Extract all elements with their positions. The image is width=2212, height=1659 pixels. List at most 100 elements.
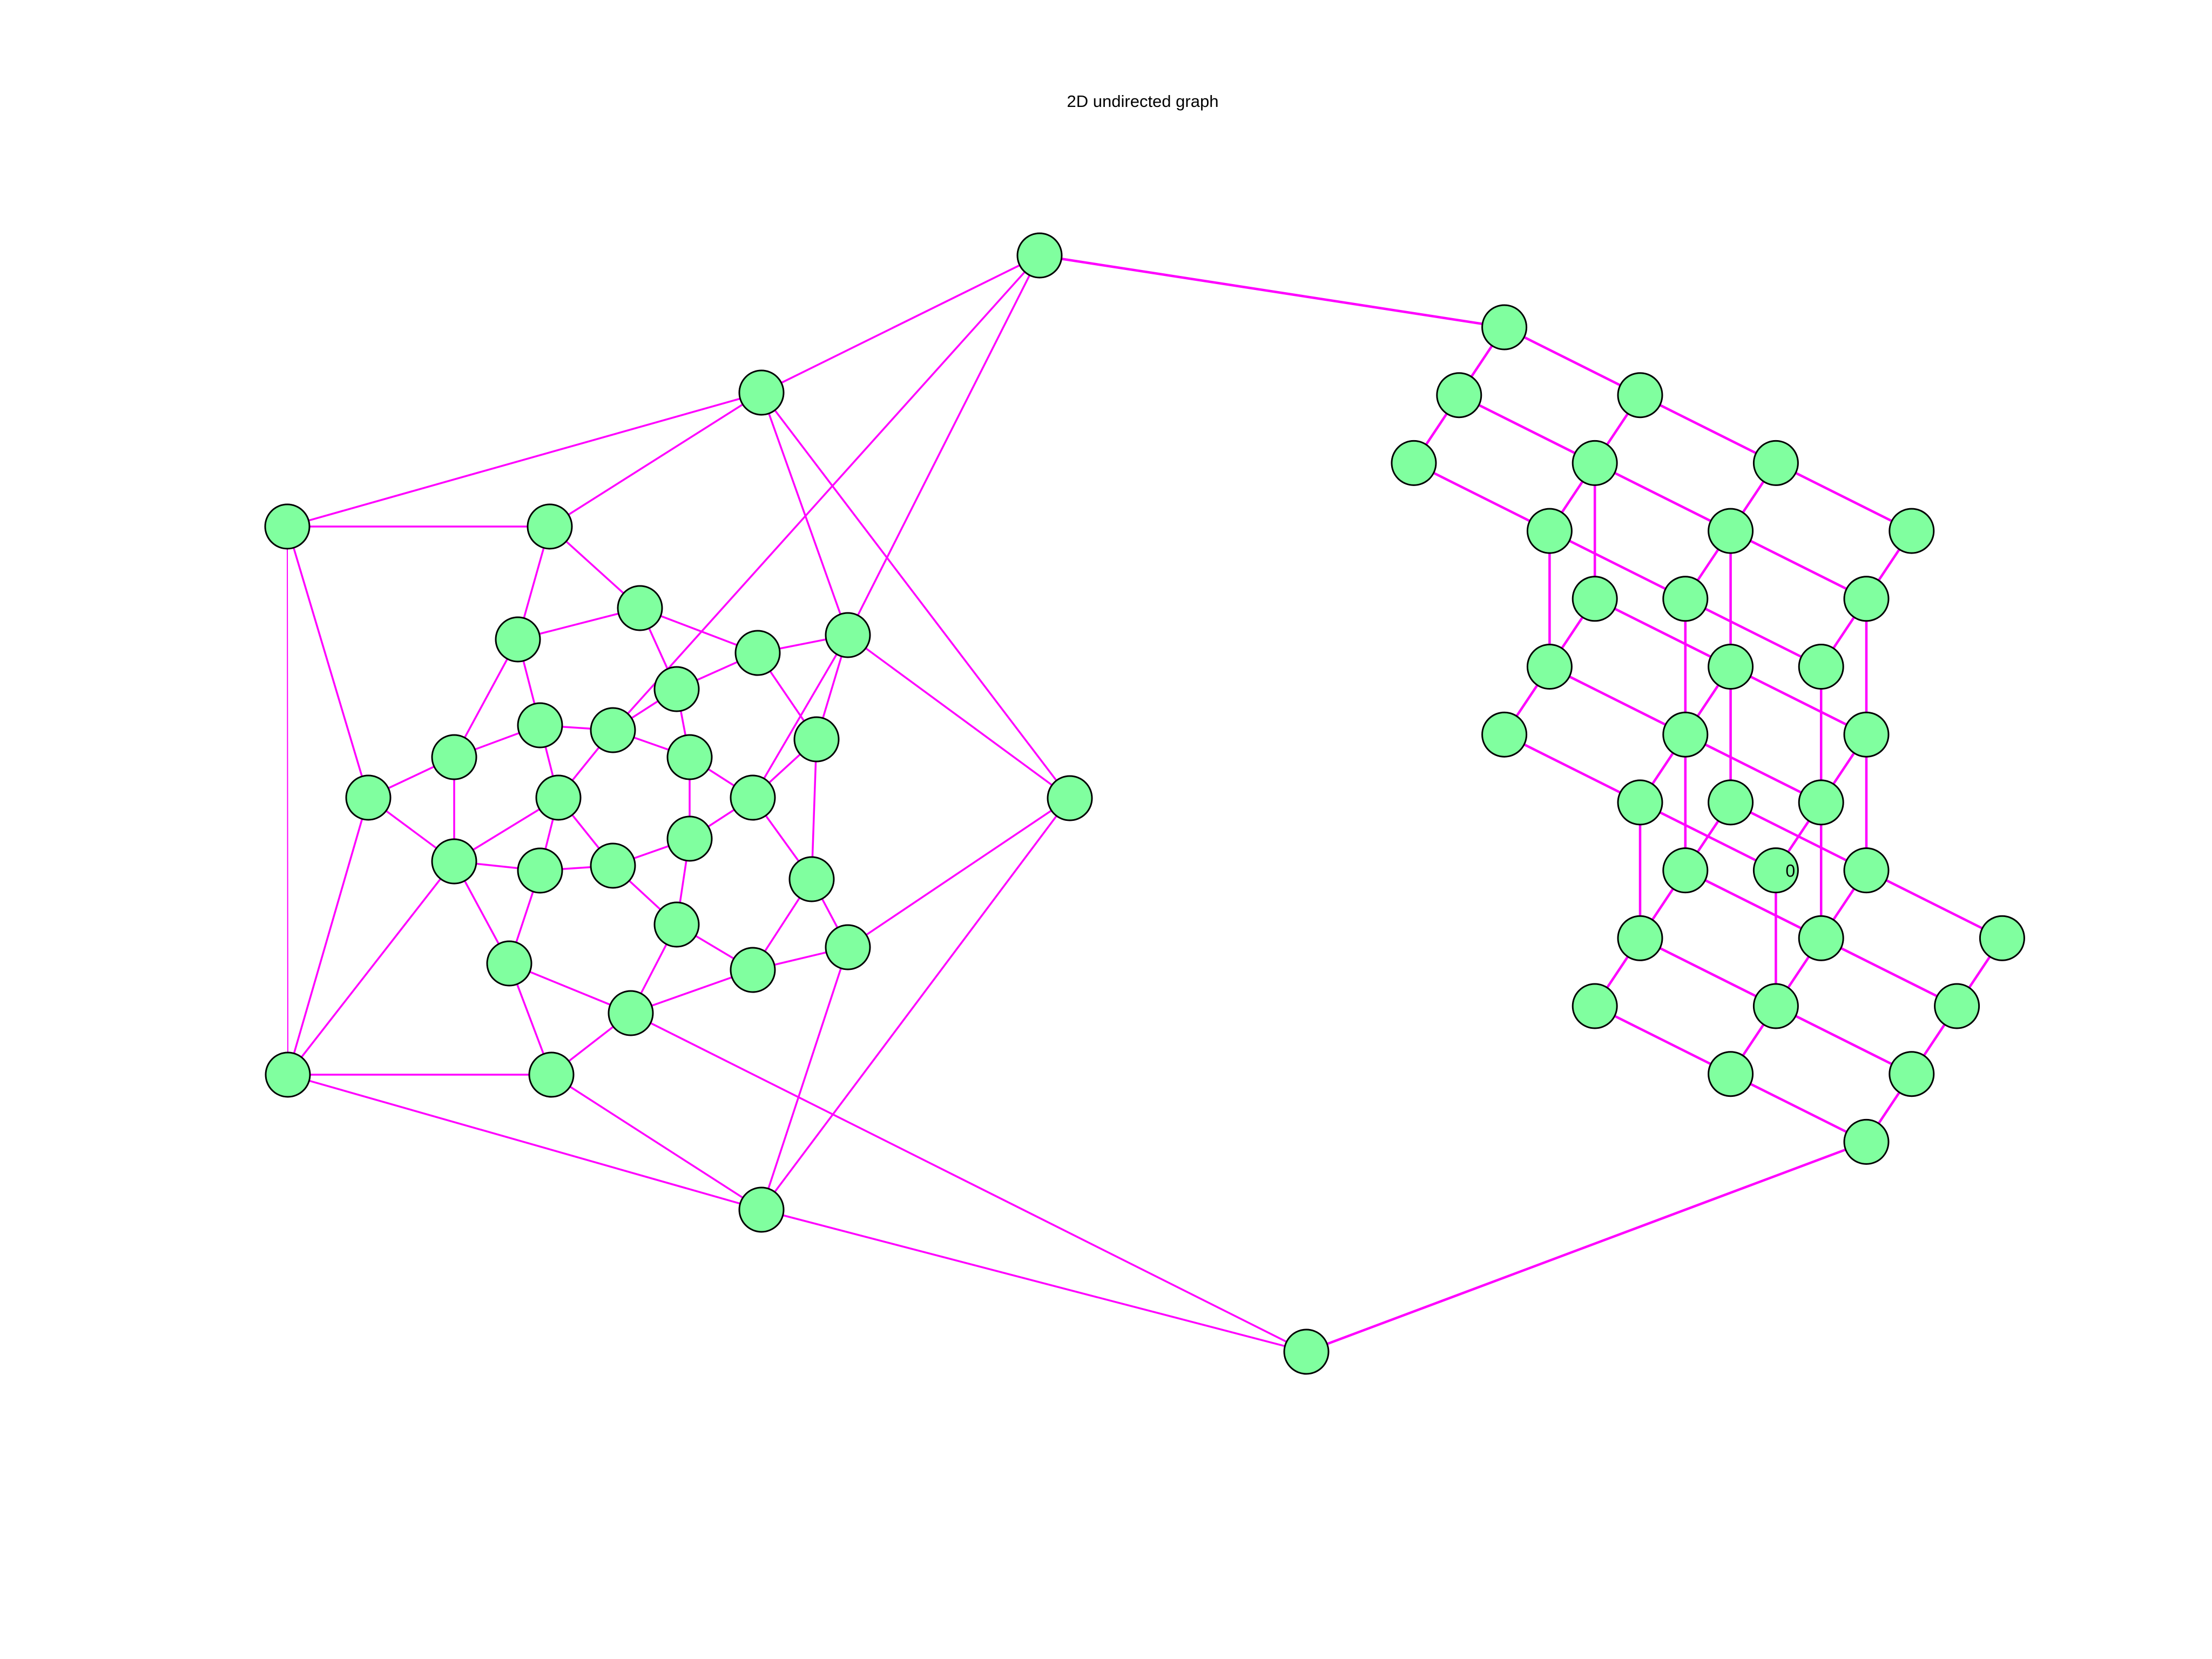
- graph-edge: [1458, 394, 1596, 464]
- node-circle: [1889, 508, 1935, 554]
- graph-node: [1843, 1118, 1890, 1165]
- graph-edge: [549, 392, 762, 528]
- node-circle: [486, 940, 532, 987]
- node-circle: [1708, 644, 1754, 690]
- graph-edge: [1594, 1004, 1731, 1075]
- graph-title: 2D undirected graph: [1067, 92, 1219, 111]
- graph-node: [1617, 915, 1663, 961]
- graph-node: [264, 503, 311, 550]
- graph-node: [608, 990, 654, 1036]
- graph-node: [1798, 915, 1844, 961]
- node-circle: [431, 838, 477, 885]
- graph-edge: [1684, 869, 1822, 940]
- node-circle: [1016, 232, 1063, 279]
- node-circle: [1617, 779, 1663, 826]
- graph-node: [730, 947, 776, 993]
- graph-edge: [1820, 937, 1958, 1008]
- graph-edge: [760, 947, 849, 1210]
- graph-edge: [761, 1209, 1307, 1353]
- node-circle: [1752, 983, 1799, 1029]
- node-circle: [1572, 576, 1618, 622]
- graph-node: [738, 1186, 785, 1233]
- node-circle: [1617, 372, 1663, 419]
- graph-edge: [1639, 394, 1777, 464]
- graph-node: [1662, 847, 1709, 894]
- graph-node: [1436, 372, 1482, 419]
- node-circle: [1526, 508, 1573, 554]
- graph-node: [495, 616, 541, 663]
- node-circle: [1979, 915, 2025, 961]
- graph-edge: [287, 1074, 762, 1211]
- node-layer: 0: [264, 232, 2025, 1375]
- graph-node: [527, 503, 573, 550]
- graph-edge: [286, 526, 369, 798]
- graph-node: [528, 1051, 575, 1098]
- graph-edge: [1413, 462, 1550, 532]
- node-circle: [730, 774, 776, 821]
- graph-edge: [630, 1012, 1307, 1353]
- graph-node: [1283, 1328, 1330, 1375]
- node-circle: [495, 616, 541, 663]
- graph-node: [793, 716, 840, 763]
- node-circle: [1798, 779, 1844, 826]
- graph-node: [825, 924, 871, 970]
- node-circle: [1843, 1118, 1890, 1165]
- graph-node: [1934, 983, 1980, 1029]
- graph-edge: [760, 392, 1071, 799]
- graph-edge: [847, 255, 1041, 636]
- graph-edge: [1039, 254, 1505, 329]
- node-circle: [528, 1051, 575, 1098]
- node-circle: [1798, 915, 1844, 961]
- node-circle: [1843, 711, 1890, 758]
- node-circle: [517, 847, 563, 894]
- graph-node: [1016, 232, 1063, 279]
- graph-node: [825, 612, 871, 658]
- node-circle: [1391, 440, 1437, 486]
- graph-node: [1708, 644, 1754, 690]
- graph-node: 0: [1752, 847, 1799, 894]
- graph-edge: [811, 739, 818, 880]
- graph-node: [1843, 576, 1890, 622]
- node-circle: [1572, 440, 1618, 486]
- node-circle: [730, 947, 776, 993]
- graph-node: [1889, 508, 1935, 554]
- graph-node: [1391, 440, 1437, 486]
- node-circle: [517, 702, 563, 748]
- node-circle: [738, 1186, 785, 1233]
- graph-edge: [551, 1074, 762, 1211]
- node-circle: [264, 503, 311, 550]
- node-circle: [666, 815, 713, 862]
- graph-node: [265, 1051, 311, 1098]
- graph-edge: [1730, 665, 1867, 736]
- graph-edge: [1775, 1004, 1912, 1075]
- node-circle: [1662, 576, 1709, 622]
- node-circle: [345, 774, 392, 821]
- node-circle: [788, 856, 835, 902]
- graph-node: [1047, 775, 1093, 821]
- graph-edge: [1684, 733, 1822, 804]
- node-circle: [1798, 644, 1844, 690]
- graph-node: [590, 842, 636, 889]
- graph-node: [653, 666, 700, 712]
- graph-node: [1617, 372, 1663, 419]
- graph-node: [1526, 644, 1573, 690]
- graph-edge: [1549, 665, 1686, 736]
- node-circle: [1662, 711, 1709, 758]
- graph-edge: [1730, 530, 1867, 600]
- graph-node: [431, 838, 477, 885]
- graph-node: [1708, 779, 1754, 826]
- graph-node: [1481, 711, 1528, 758]
- graph-edge: [1306, 1141, 1867, 1353]
- graph-node: [1572, 983, 1618, 1029]
- node-circle: [734, 630, 781, 676]
- node-circle: [653, 901, 700, 948]
- graph-edge: [287, 797, 369, 1075]
- graph-node: [1843, 711, 1890, 758]
- graph-node: [1572, 440, 1618, 486]
- node-circle: [1481, 304, 1528, 350]
- graph-edge: [761, 254, 1040, 394]
- graph-edge: [287, 526, 288, 1075]
- graph-edge: [847, 797, 1070, 948]
- graph-edge: [1865, 869, 2003, 940]
